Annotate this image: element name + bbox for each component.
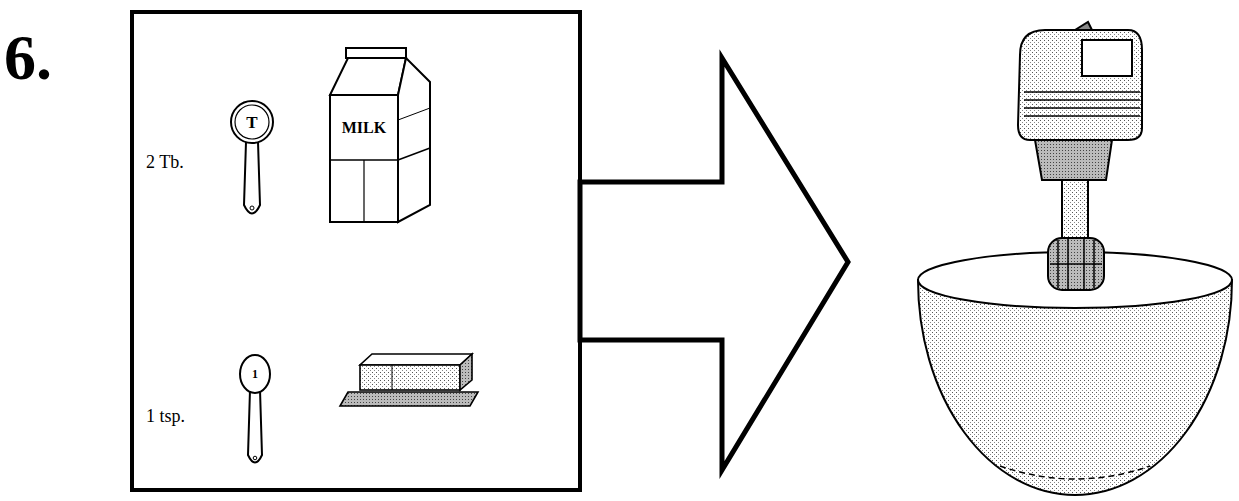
ingredient-amount: 2 Tb. (146, 152, 184, 173)
step-number: 6. (4, 26, 52, 90)
milk-carton (330, 48, 430, 222)
tablespoon (231, 101, 273, 214)
ingredient-amount: 1 tsp. (146, 406, 185, 427)
carton-label: MILK (342, 120, 386, 136)
teaspoon (240, 355, 270, 463)
hand-mixer (1018, 22, 1142, 242)
ingredient-box: 2 Tb. 1 tsp. (130, 10, 582, 492)
flow-arrow (580, 58, 848, 470)
spoon-mark: T (246, 114, 257, 131)
butter-dish (340, 354, 478, 406)
mixer-beaters (1048, 238, 1104, 290)
spoon-mark: 1 (252, 368, 258, 380)
